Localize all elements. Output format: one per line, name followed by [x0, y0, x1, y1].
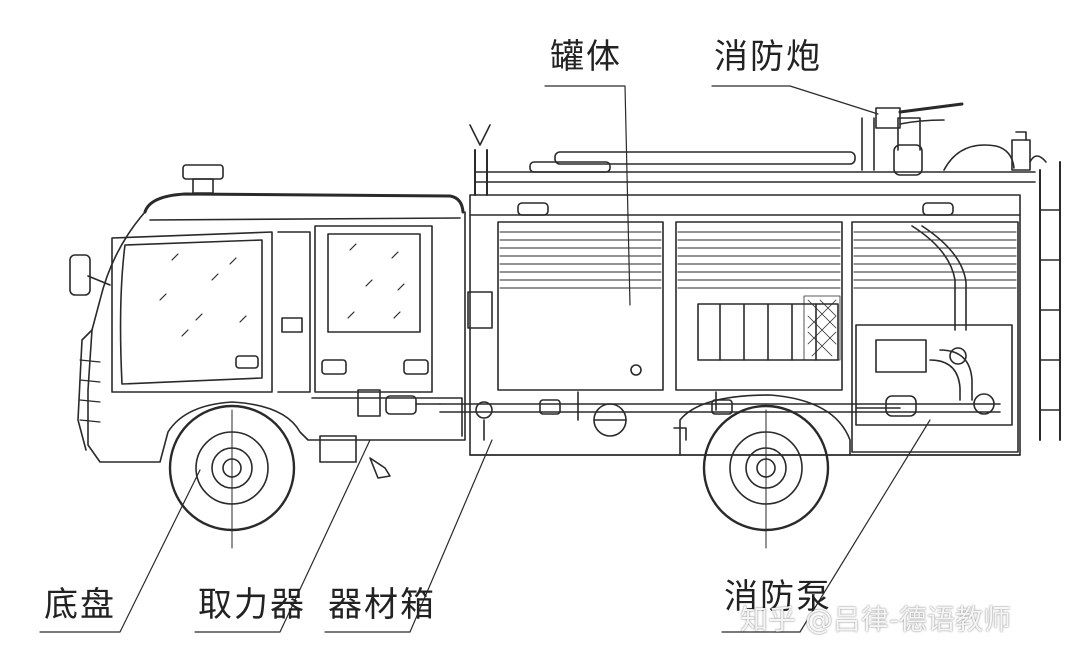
pto-label: 取力器	[198, 585, 306, 625]
pump-leader	[721, 419, 931, 633]
front-door	[111, 231, 273, 393]
fire-monitor	[861, 102, 1031, 176]
beacon-light	[182, 164, 224, 180]
chassis-leader	[39, 469, 201, 633]
chassis-label: 底盘	[44, 585, 116, 625]
equipment-box-label: 器材箱	[328, 585, 436, 625]
rear-door	[314, 225, 433, 393]
pump-room	[855, 324, 1013, 426]
cab	[69, 164, 493, 463]
compartment-middle	[675, 221, 843, 391]
pipeline	[439, 403, 1001, 413]
rear-window	[327, 233, 421, 333]
rear-wheel	[702, 404, 830, 549]
monitor-label: 消防炮	[714, 37, 822, 77]
pto-leader	[194, 439, 371, 633]
compartment-rear	[851, 221, 1019, 453]
watermark: 知乎 @吕律-德语教师	[740, 603, 1012, 636]
monitor-leader	[711, 85, 879, 115]
tank-leader	[544, 85, 631, 306]
power-take-off	[357, 389, 441, 479]
front-wheel	[168, 404, 296, 549]
tank-label: 罐体	[550, 37, 622, 77]
leader-lines	[39, 85, 931, 633]
side-mirror	[69, 254, 91, 296]
equipment-box-leader	[324, 439, 493, 633]
truck-body	[439, 124, 1061, 456]
pump-label: 消防泵	[724, 577, 832, 617]
rear-ladder	[1039, 161, 1061, 441]
compartment-front	[497, 221, 664, 391]
front-window	[119, 239, 263, 385]
